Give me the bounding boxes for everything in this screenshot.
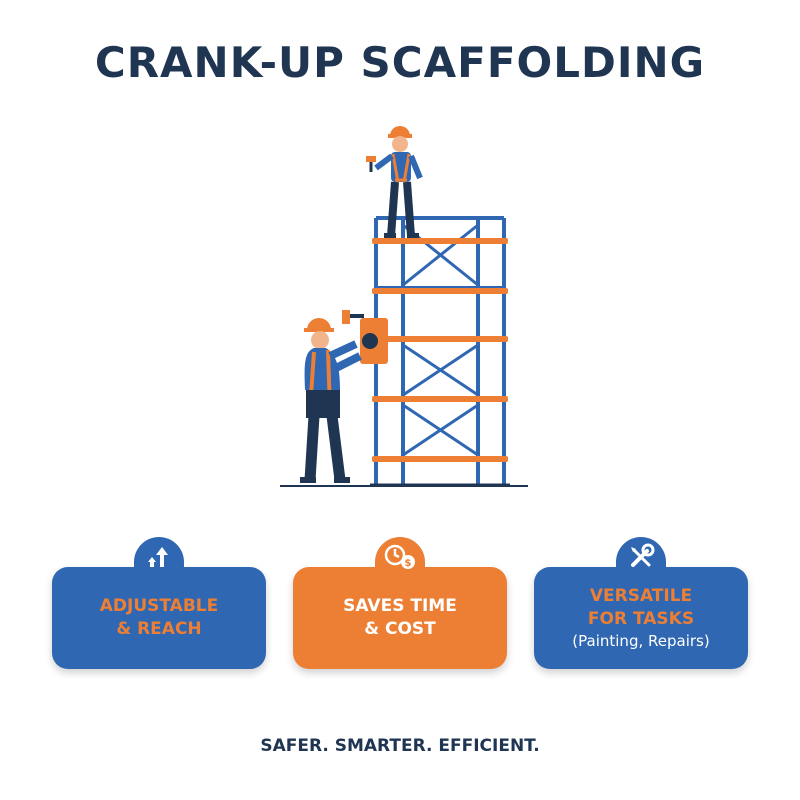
- wrench-screwdriver-icon: [631, 543, 655, 567]
- page-title: CRANK-UP SCAFFOLDING: [94, 38, 706, 87]
- feature-badge: [134, 537, 184, 581]
- feature-label-line: & COST: [364, 619, 436, 639]
- top-worker: [366, 126, 423, 238]
- feature-card-adjustable: ADJUSTABLE & REACH: [52, 567, 266, 669]
- svg-text:$: $: [405, 558, 412, 569]
- feature-badge: [616, 537, 666, 581]
- scaffold-platforms: [372, 238, 508, 462]
- feature-card-versatile: VERSATILE FOR TASKS (Painting, Repairs): [534, 567, 748, 669]
- scaffold-tower: [370, 216, 510, 487]
- tagline: SAFER. SMARTER. EFFICIENT.: [260, 736, 540, 756]
- arrow-up-icon: [148, 547, 168, 567]
- feature-label-line: & REACH: [116, 619, 202, 639]
- feature-label-line: FOR TASKS: [587, 609, 695, 629]
- crank-handle: [342, 310, 388, 364]
- ground-worker: [300, 318, 362, 483]
- scaffolding-illustration: [280, 126, 528, 487]
- clock-money-icon: $: [384, 544, 415, 569]
- feature-label-line: ADJUSTABLE: [99, 596, 219, 616]
- feature-label-line: SAVES TIME: [343, 596, 457, 616]
- feature-badge: $: [375, 537, 425, 581]
- feature-card-saves: SAVES TIME & COST: [293, 567, 507, 669]
- feature-note: (Painting, Repairs): [572, 632, 710, 650]
- feature-label-line: VERSATILE: [589, 586, 693, 606]
